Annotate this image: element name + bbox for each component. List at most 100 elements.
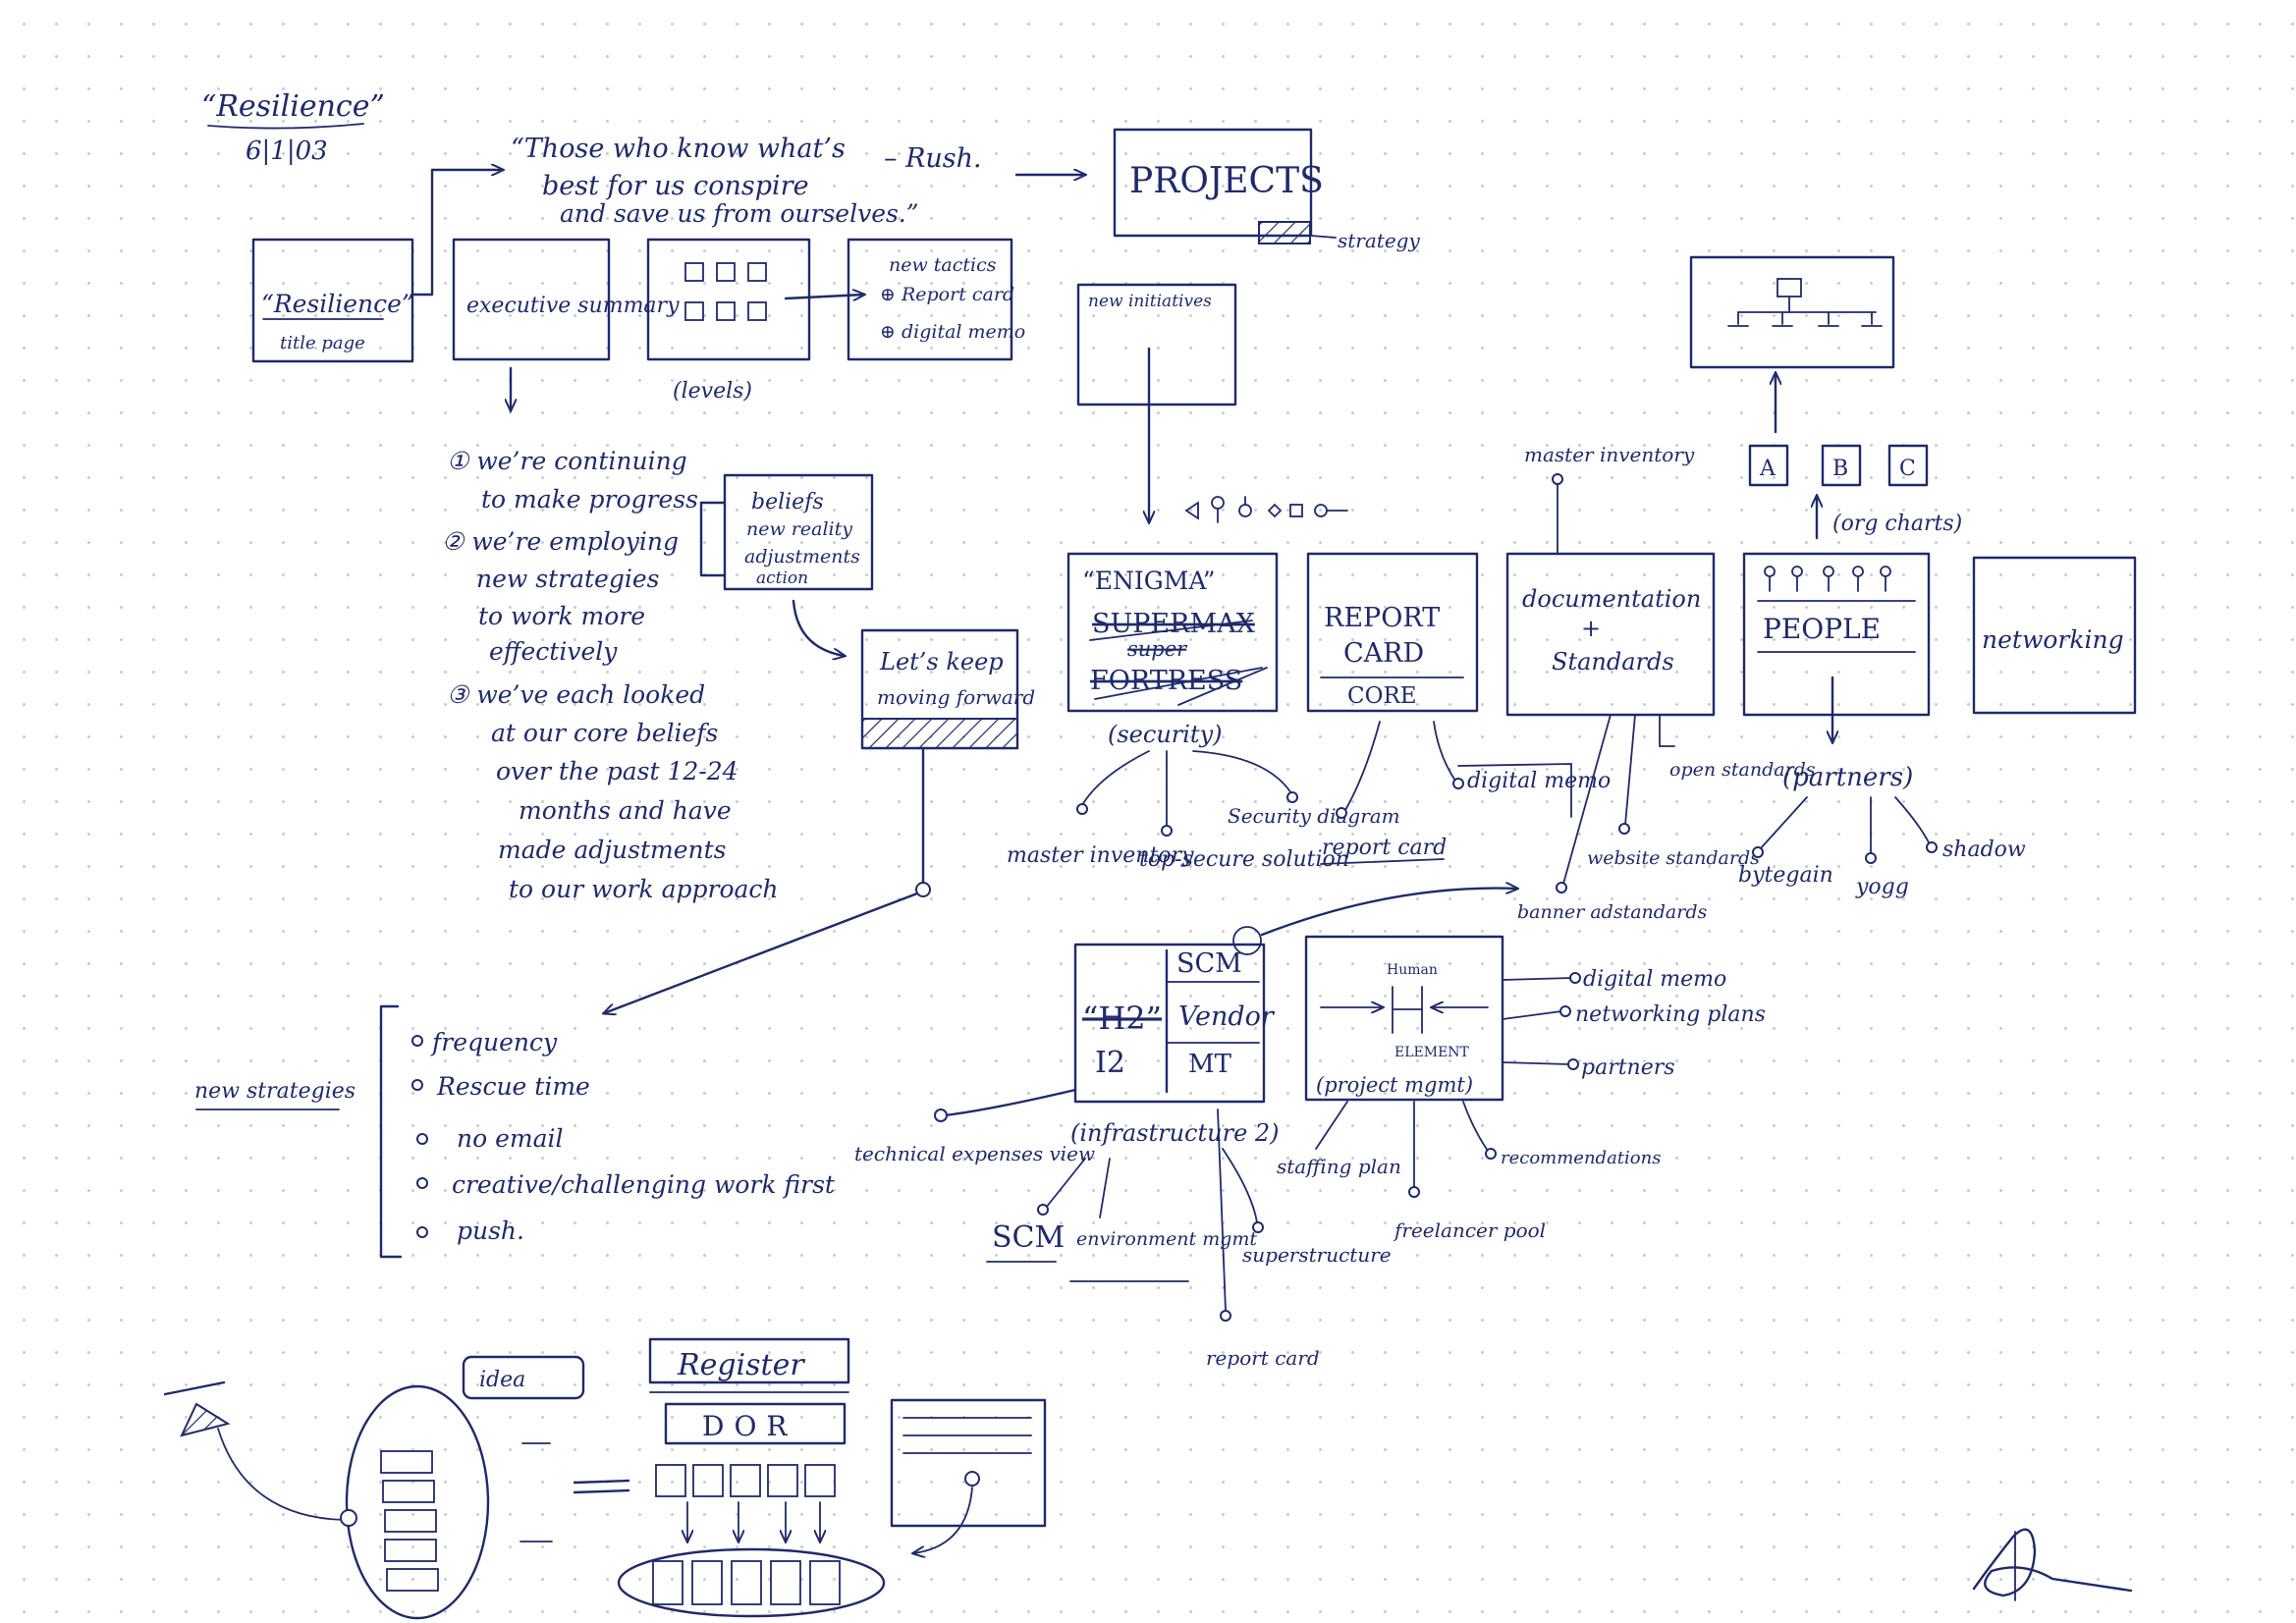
bottom-sketch: idea Register DOR — [163, 1337, 1047, 1620]
documentation-top: master inventory — [1524, 443, 1695, 466]
exec-summary-box: executive summary — [452, 238, 680, 410]
enigma-struck-1: SUPERMAX — [1092, 609, 1256, 639]
networking-label: networking — [1982, 625, 2124, 654]
documentation-branch-2: website standards — [1587, 847, 1760, 869]
strategy-item-4: creative/challenging work first — [452, 1170, 836, 1199]
infra-cell-1: SCM — [1176, 948, 1242, 979]
beliefs-arrow — [792, 599, 845, 656]
infrastructure-box: “H2” I2 SCM Vendor MT (infrastructure 2)… — [854, 889, 1517, 1370]
point-3-line-6: to our work approach — [509, 875, 779, 903]
pm-branch-2: networking plans — [1575, 1002, 1766, 1027]
summary-points: ① we’re continuing to make progress ② we… — [442, 447, 779, 903]
beliefs-line-4: action — [756, 568, 808, 588]
org-chart: A B C (org charts) — [1689, 255, 1962, 540]
infra-branch-2: SCM — [992, 1220, 1065, 1255]
diagram-date: 6|1|03 — [246, 136, 328, 166]
keep-moving-arrow — [604, 892, 919, 1013]
pm-element: ELEMENT — [1394, 1045, 1470, 1060]
quote-line-1: “Those who know what’s — [511, 134, 846, 164]
infra-cell-3: MT — [1188, 1050, 1232, 1079]
pill-frame — [617, 1547, 886, 1618]
new-initiatives-label: new initiatives — [1088, 292, 1212, 311]
quote-attribution: – Rush. — [884, 143, 982, 174]
strategy-item-1: frequency — [430, 1028, 558, 1056]
dor-box — [664, 1402, 847, 1445]
org-chart-label: (org charts) — [1832, 512, 1962, 536]
pm-branch-1: digital memo — [1583, 967, 1726, 992]
quote: “Those who know what’s best for us consp… — [511, 134, 919, 228]
point-3-line-5: made adjustments — [498, 836, 726, 864]
symbol-row — [1184, 496, 1348, 523]
infra-branch-1a: technical expenses view — [854, 1142, 1095, 1165]
documentation-line-1: documentation — [1522, 585, 1701, 613]
documentation-line-3: Standards — [1552, 648, 1674, 676]
arrow-to-quote — [410, 170, 503, 297]
report-branch-2: digital memo — [1467, 769, 1611, 793]
title-page-box: “Resilience” title page — [251, 238, 414, 363]
documentation-branch-1: banner adstandards — [1517, 901, 1708, 923]
point-2-line-3: to work more — [478, 602, 645, 630]
keep-moving-line-2: moving forward — [877, 685, 1035, 709]
infra-caption: (infrastructure 2) — [1070, 1119, 1280, 1147]
pm-branch-5: freelancer pool — [1393, 1218, 1546, 1242]
levels-arrow — [784, 295, 864, 298]
pm-branch-4: staffing plan — [1277, 1155, 1401, 1178]
report-card-box: REPORT CARD CORE report card digital mem… — [1306, 552, 1611, 865]
point-1-line-1: ① we’re continuing — [447, 447, 687, 475]
partner-item-3: shadow — [1942, 838, 2026, 862]
tactics-line-2: ⊕ Report card — [880, 284, 1014, 305]
triangle-icon — [180, 1402, 231, 1437]
title-underline — [207, 123, 364, 130]
register-label: Register — [677, 1348, 805, 1382]
exec-summary-label: executive summary — [466, 294, 680, 318]
point-2-line-2: new strategies — [476, 565, 659, 593]
partner-item-1: bytegain — [1738, 863, 1833, 888]
enigma-branch-3: Security diagram — [1228, 804, 1400, 828]
report-line-2: CARD — [1343, 638, 1424, 669]
enigma-branch-1: master inventory — [1007, 843, 1194, 868]
enigma-struck-2: super — [1127, 637, 1188, 661]
tactics-line-1: new tactics — [889, 254, 997, 276]
infra-branch-3: environment mgmt — [1076, 1228, 1257, 1250]
screen-sketch — [890, 1398, 1047, 1528]
pm-branch-6: recommendations — [1501, 1148, 1661, 1168]
levels-caption: (levels) — [673, 379, 752, 404]
new-strategies: new strategies frequency Rescue time no … — [194, 1004, 836, 1259]
enigma-caption: (security) — [1108, 721, 1223, 748]
strategy-label: strategy — [1338, 229, 1420, 252]
org-box-b: B — [1832, 457, 1848, 481]
report-branch-1: report card — [1322, 836, 1447, 860]
enigma-branch-2: top-secure solution — [1139, 847, 1349, 872]
documentation-line-2: + — [1581, 615, 1601, 642]
beliefs-line-3: adjustments — [744, 546, 860, 568]
people-label: PEOPLE — [1763, 613, 1881, 645]
people-icon — [1764, 566, 1891, 592]
new-initiatives-box: new initiatives — [1076, 283, 1237, 522]
enigma-box: “ENIGMA” SUPERMAX super FORTRESS (securi… — [1007, 552, 1400, 872]
infra-arrow-to-banner — [1260, 889, 1517, 937]
register-box — [648, 1337, 850, 1384]
diagram-title: “Resilience” — [201, 89, 385, 124]
point-3-line-2: at our core beliefs — [491, 719, 718, 747]
pm-caption: (project mgmt) — [1316, 1073, 1473, 1097]
point-3-line-1: ③ we’ve each looked — [447, 680, 705, 709]
strategy-item-2: Rescue time — [436, 1072, 590, 1101]
point-3-line-3: over the past 12-24 — [496, 757, 738, 785]
pm-branch-3: partners — [1581, 1055, 1675, 1080]
org-box-c: C — [1899, 457, 1916, 481]
infra-branch-4: superstructure — [1242, 1243, 1392, 1267]
keep-moving-box: Let’s keep moving forward — [604, 628, 1035, 1013]
infra-cell-2: Vendor — [1178, 1001, 1276, 1032]
enigma-struck-3: FORTRESS — [1090, 666, 1242, 696]
projects-label: PROJECTS — [1129, 161, 1324, 201]
new-strategies-label: new strategies — [194, 1079, 355, 1104]
enigma-title: “ENIGMA” — [1082, 567, 1216, 595]
idea-tab — [462, 1355, 585, 1400]
point-1-line-2: to make progress — [481, 485, 698, 514]
projects-box: PROJECTS strategy — [1113, 128, 1420, 252]
point-3-line-4: months and have — [519, 796, 732, 825]
levels-box: (levels) — [646, 238, 864, 404]
strategy-item-5: push. — [457, 1217, 524, 1245]
partner-item-2: yogg — [1855, 875, 1909, 899]
